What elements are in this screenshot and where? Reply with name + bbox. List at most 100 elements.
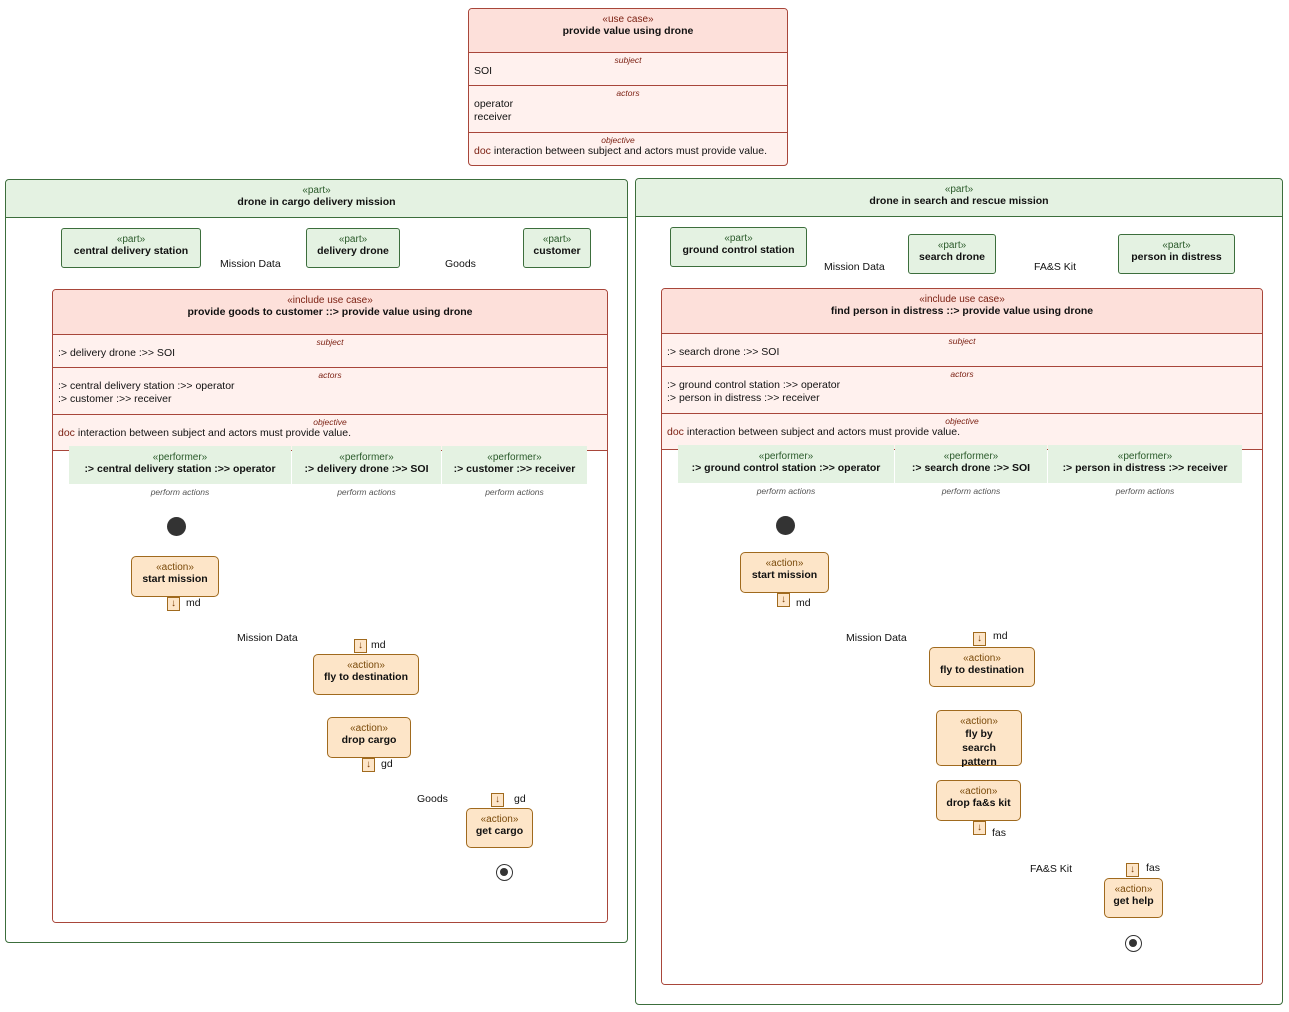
flow-label: Mission Data	[846, 632, 907, 644]
use-case-stereotype: «include use case»	[287, 295, 373, 306]
output-pin[interactable]: ↓	[777, 593, 790, 607]
subject-value: :> delivery drone :>> SOI	[58, 347, 176, 359]
action-name: fly to destination	[324, 671, 408, 683]
action-fly-by-search-pattern[interactable]: «action» fly by search pattern	[936, 710, 1022, 768]
objective-section: objective doc interaction between subjec…	[469, 133, 787, 157]
performer-stereotype: «performer»	[487, 452, 542, 463]
action-start-mission[interactable]: «action» start mission	[131, 556, 219, 597]
action-fly-to-destination[interactable]: «action» fly to destination	[929, 647, 1035, 687]
action-name: drop fa&s kit	[946, 797, 1011, 809]
swimlane-header-operator[interactable]: «performer» :> ground control station :>…	[678, 445, 894, 483]
part-name: customer	[533, 245, 581, 257]
section-title: actors	[318, 370, 342, 380]
perform-actions-label: perform actions	[485, 487, 544, 497]
action-get-cargo[interactable]: «action» get cargo	[466, 808, 533, 848]
subject-section: subject :> search drone :>> SOI	[662, 334, 1262, 367]
action-stereotype: «action»	[765, 558, 804, 569]
input-pin[interactable]: ↓	[491, 793, 504, 807]
part-stereotype: «part»	[338, 234, 368, 245]
swimlane-header-receiver[interactable]: «performer» :> person in distress :>> re…	[1048, 445, 1242, 483]
input-pin[interactable]: ↓	[973, 632, 986, 646]
action-name: drop cargo	[341, 734, 397, 746]
action-drop-fas-kit[interactable]: «action» drop fa&s kit	[936, 780, 1021, 821]
part-stereotype: «part»	[542, 234, 572, 245]
part-customer[interactable]: «part» customer	[523, 228, 591, 268]
action-name: get cargo	[475, 825, 524, 837]
top-use-case[interactable]: «use case» provide value using drone sub…	[468, 8, 788, 166]
swimlane-header-soi[interactable]: «performer» :> delivery drone :>> SOI	[292, 446, 441, 484]
frame-header: «part» drone in search and rescue missio…	[636, 179, 1282, 217]
frame-stereotype: «part»	[302, 185, 331, 196]
actor-item: receiver	[474, 111, 512, 123]
part-person-in-distress[interactable]: «part» person in distress	[1118, 234, 1235, 274]
objective-body: interaction between subject and actors m…	[686, 426, 961, 438]
action-stereotype: «action»	[156, 562, 194, 573]
final-node[interactable]	[1125, 935, 1142, 952]
flow-label: FA&S Kit	[1030, 863, 1073, 875]
actor-item: :> central delivery station :>> operator	[58, 380, 235, 392]
use-case-header: «include use case» find person in distre…	[662, 289, 1262, 334]
actor-item: :> customer :>> receiver	[58, 393, 172, 405]
pin-label: fas	[1146, 862, 1161, 874]
initial-node[interactable]	[776, 516, 795, 535]
connector-label: Mission Data	[220, 258, 281, 270]
part-ground-control-station[interactable]: «part» ground control station	[670, 227, 807, 267]
connector-label: FA&S Kit	[1034, 261, 1077, 273]
flow-label: Goods	[417, 793, 448, 805]
perform-actions-label: perform actions	[1115, 486, 1175, 496]
action-stereotype: «action»	[963, 653, 1001, 664]
use-case-header: «use case» provide value using drone	[469, 9, 787, 53]
input-pin[interactable]: ↓	[354, 639, 367, 653]
action-get-help[interactable]: «action» get help	[1104, 878, 1163, 918]
use-case-name: find person in distress ::> provide valu…	[830, 305, 1094, 317]
action-name: fly by search pattern	[961, 728, 997, 768]
part-stereotype: «part»	[116, 234, 146, 245]
action-stereotype: «action»	[960, 716, 998, 727]
output-pin[interactable]: ↓	[973, 821, 986, 835]
part-search-drone[interactable]: «part» search drone	[908, 234, 996, 274]
action-name: start mission	[142, 573, 208, 585]
swimlane-header-operator[interactable]: «performer» :> central delivery station …	[69, 446, 291, 484]
action-drop-cargo[interactable]: «action» drop cargo	[327, 717, 411, 758]
subject-value: :> search drone :>> SOI	[667, 346, 780, 358]
perform-actions-label: perform actions	[756, 486, 816, 496]
section-title: actors	[950, 369, 974, 379]
actors-section: actors :> central delivery station :>> o…	[53, 368, 607, 415]
swimlane-header-soi[interactable]: «performer» :> search drone :>> SOI	[895, 445, 1047, 483]
output-pin[interactable]: ↓	[167, 597, 180, 611]
use-case-stereotype: «use case»	[602, 14, 654, 25]
swimlane-header-receiver[interactable]: «performer» :> customer :>> receiver	[442, 446, 587, 484]
rescue-include-use-case[interactable]: «include use case» find person in distre…	[661, 288, 1263, 985]
part-name: person in distress	[1131, 251, 1222, 263]
subject-section: subject SOI	[469, 53, 787, 86]
input-pin[interactable]: ↓	[1126, 863, 1139, 877]
actor-item: :> ground control station :>> operator	[667, 379, 841, 391]
action-stereotype: «action»	[480, 814, 519, 825]
performer-name: :> search drone :>> SOI	[911, 462, 1031, 474]
part-delivery-drone[interactable]: «part» delivery drone	[306, 228, 400, 268]
section-title: subject	[614, 55, 642, 65]
section-title: subject	[948, 336, 976, 346]
frame-title: drone in cargo delivery mission	[237, 196, 396, 208]
section-title: objective	[313, 417, 347, 427]
frame-header: «part» drone in cargo delivery mission	[6, 180, 627, 218]
output-pin[interactable]: ↓	[362, 758, 375, 772]
performer-name: :> delivery drone :>> SOI	[304, 463, 429, 475]
performer-stereotype: «performer»	[339, 452, 394, 463]
perform-actions-label: perform actions	[150, 487, 210, 497]
action-start-mission[interactable]: «action» start mission	[740, 552, 829, 593]
frame-stereotype: «part»	[944, 184, 974, 195]
part-central-delivery-station[interactable]: «part» central delivery station	[61, 228, 201, 268]
section-title: objective	[601, 135, 635, 145]
performer-name: :> person in distress :>> receiver	[1062, 462, 1228, 474]
pin-label: md	[993, 630, 1008, 642]
initial-node[interactable]	[167, 517, 186, 536]
actor-item: operator	[474, 98, 514, 110]
action-fly-to-destination[interactable]: «action» fly to destination	[313, 654, 419, 695]
actors-section: actors operator receiver	[469, 86, 787, 133]
final-node[interactable]	[496, 864, 513, 881]
use-case-name: provide value using drone	[562, 25, 694, 37]
subject-section: subject :> delivery drone :>> SOI	[53, 335, 607, 368]
pin-label: md	[186, 597, 201, 609]
objective-text: doc interaction between subject and acto…	[58, 427, 607, 439]
